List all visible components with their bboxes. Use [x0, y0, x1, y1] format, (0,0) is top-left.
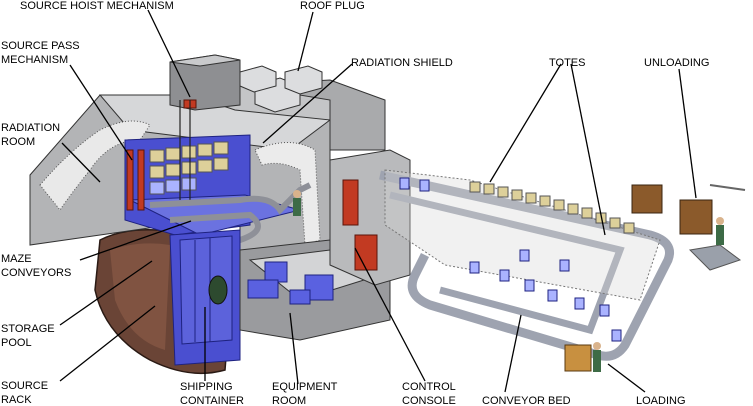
label-shipping-container-2: CONTAINER	[180, 395, 244, 406]
label-totes: TOTES	[549, 57, 585, 69]
label-conveyor-bed: CONVEYOR BED	[482, 395, 571, 406]
label-equipment-room-1: EQUIPMENT	[272, 381, 338, 393]
label-loading: LOADING	[636, 395, 686, 406]
label-storage-pool-1: STORAGE	[1, 323, 55, 335]
control-console	[355, 235, 377, 270]
label-storage-pool-2: POOL	[1, 337, 32, 349]
label-shipping-container-1: SHIPPING	[180, 381, 233, 393]
label-roof-plug: ROOF PLUG	[300, 0, 365, 12]
label-control-console-1: CONTROL	[402, 381, 456, 393]
label-radiation-room-2: ROOM	[1, 136, 35, 148]
control-room-door	[343, 180, 358, 225]
label-source-pass-mechanism-1: SOURCE PASS	[1, 40, 80, 52]
shipping-container	[209, 276, 227, 304]
label-maze-conveyors-1: MAZE	[1, 253, 32, 265]
label-maze-conveyors-2: CONVEYORS	[1, 267, 71, 279]
label-radiation-shield: RADIATION SHIELD	[351, 57, 453, 69]
label-source-rack-1: SOURCE	[1, 380, 48, 392]
roof-plug-2	[285, 66, 322, 94]
label-radiation-room-1: RADIATION	[1, 122, 60, 134]
label-control-console-2: CONSOLE	[402, 395, 456, 406]
label-equipment-room-2: ROOM	[272, 395, 306, 406]
label-source-hoist-mechanism: SOURCE HOIST MECHANISM	[20, 0, 174, 12]
label-source-rack-2: RACK	[1, 394, 32, 406]
label-source-pass-mechanism-2: MECHANISM	[1, 54, 68, 66]
loading-area	[565, 345, 591, 371]
label-unloading: UNLOADING	[644, 57, 709, 69]
